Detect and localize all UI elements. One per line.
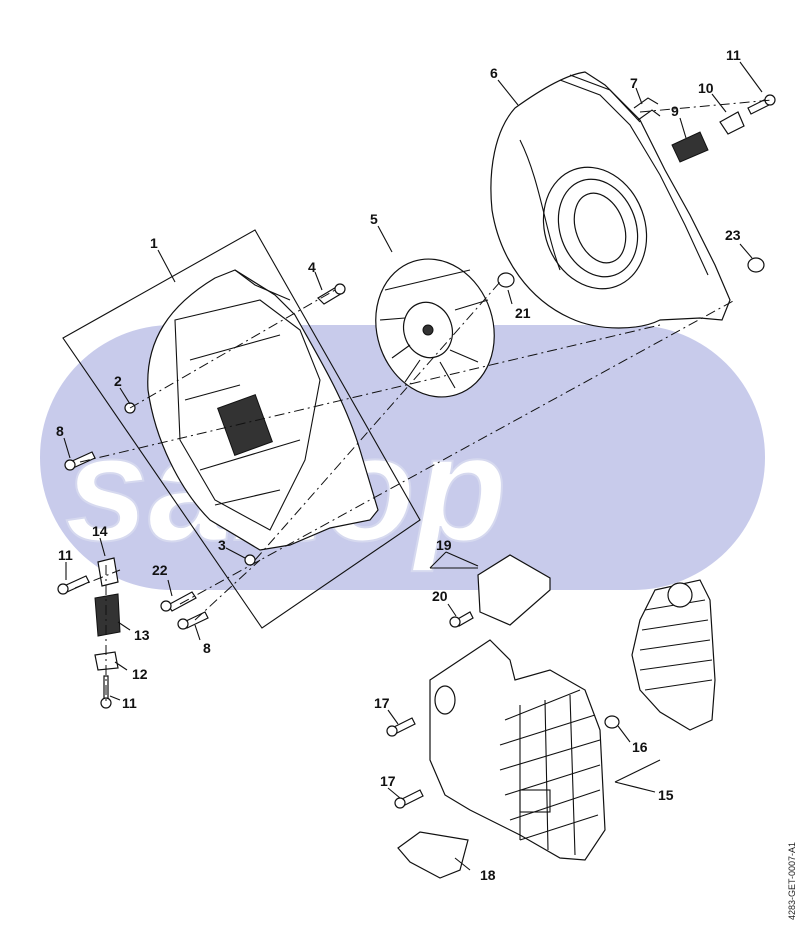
label-part-11-top: 11: [726, 47, 741, 63]
group-frame-part-1: [62, 229, 421, 629]
spring-part-13: [94, 593, 121, 637]
engine-block: [631, 579, 716, 731]
label-part-14: 14: [92, 523, 108, 539]
clip-part-7: [633, 97, 661, 121]
reference-code: 4283-GET-0007-A1: [787, 842, 797, 920]
buffer-part-10: [719, 111, 745, 135]
label-part-8-lower: 8: [203, 640, 211, 656]
label-part-11-left: 11: [58, 547, 73, 563]
label-part-1: 1: [150, 235, 158, 251]
plate-part-18: [397, 831, 469, 879]
fan-housing-part-6: [490, 71, 731, 329]
label-part-17-upper: 17: [374, 695, 390, 711]
label-part-3: 3: [218, 537, 226, 553]
label-part-20: 20: [432, 588, 448, 604]
label-part-10: 10: [698, 80, 714, 96]
label-part-4: 4: [308, 259, 316, 275]
label-part-7: 7: [630, 75, 638, 91]
label-part-21: 21: [515, 305, 531, 321]
leader-lines: [63, 61, 763, 871]
label-part-9: 9: [671, 103, 679, 119]
fan-wheel-part-5: [375, 258, 495, 398]
nut-part-21: [497, 272, 515, 288]
small-parts: [57, 94, 776, 809]
back-plate-part-1: [147, 269, 379, 551]
label-part-11-bottom: 11: [122, 695, 137, 711]
label-part-17-lower: 17: [380, 773, 396, 789]
label-part-13: 13: [134, 627, 150, 643]
nut-part-23: [747, 257, 765, 273]
label-part-5: 5: [370, 211, 378, 227]
label-part-8-upper: 8: [56, 423, 64, 439]
label-part-12: 12: [132, 666, 148, 682]
assembly-lines: [74, 99, 773, 705]
label-part-22: 22: [152, 562, 168, 578]
label-part-6: 6: [490, 65, 498, 81]
part-labels: 1 2 3 4 5 6 7 8 8 9 10 11 11 11 12 13 14…: [56, 47, 741, 883]
label-part-18: 18: [480, 867, 496, 883]
spring-part-9: [671, 131, 709, 163]
label-part-2: 2: [114, 373, 122, 389]
label-part-19: 19: [436, 537, 452, 553]
label-part-23: 23: [725, 227, 741, 243]
label-part-15: 15: [658, 787, 674, 803]
engine-cover-part-15: [429, 639, 606, 861]
deflector-part-19: [477, 554, 551, 626]
label-part-16: 16: [632, 739, 648, 755]
bushing-part-16: [604, 715, 620, 729]
